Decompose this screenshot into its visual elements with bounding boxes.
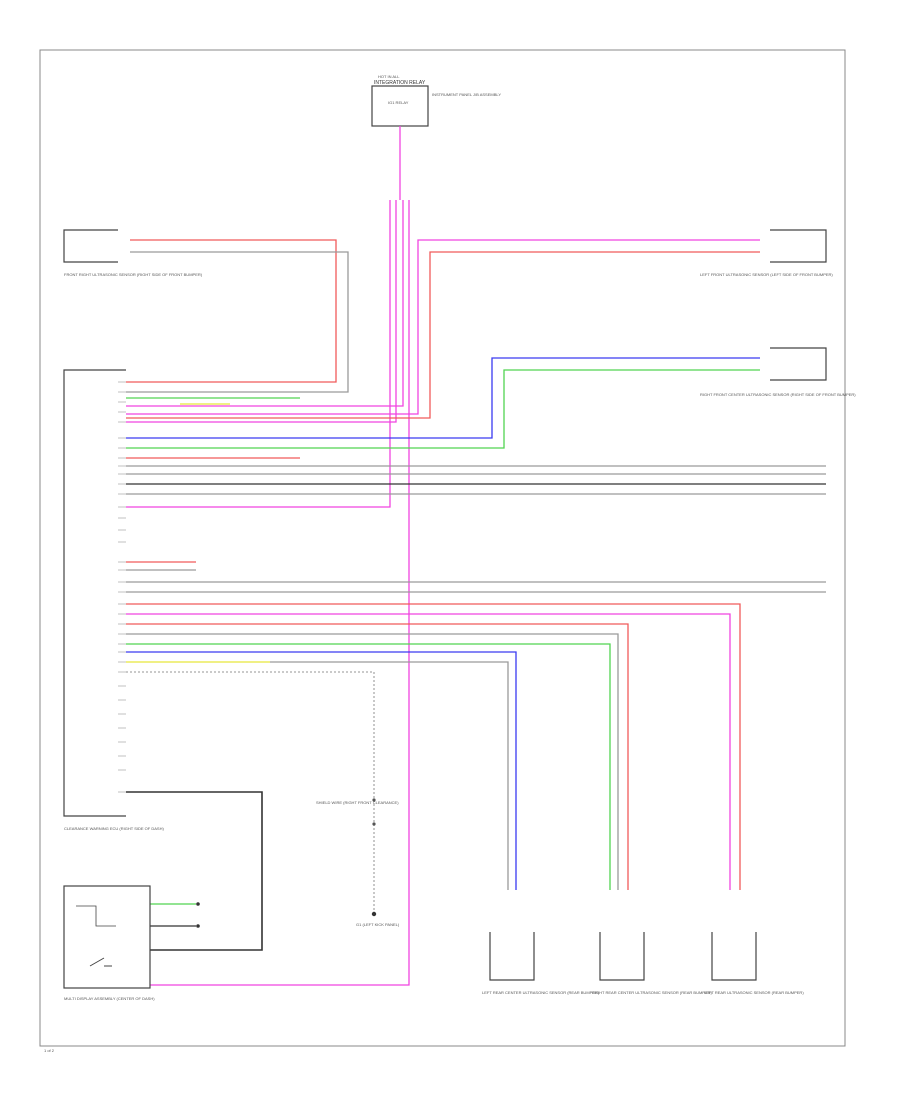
wire-blue-fc [126,357,760,439]
rear-sensor-2-box [599,932,645,981]
ecu-pin-markers [118,381,126,793]
rear-sensor-1-box [489,932,535,981]
switch-box: MULTI DISPLAY ASSEMBLY (CENTER OF DASH) [63,885,200,1001]
front-center-sensor-label: RIGHT FRONT CENTER ULTRASONIC SENSOR (RI… [700,392,856,397]
rear-sensor-1: LEFT REAR CENTER ULTRASONIC SENSOR (REAR… [482,932,600,995]
rear-sensor-2-label: RIGHT REAR CENTER ULTRASONIC SENSOR (REA… [592,990,713,995]
front-right-sensor-label: FRONT RIGHT ULTRASONIC SENSOR (RIGHT SID… [64,272,203,277]
switch-icon [89,957,112,967]
front-right-sensor-box [63,229,118,263]
rear-sensor-3: LEFT REAR ULTRASONIC SENSOR (REAR BUMPER… [704,932,804,995]
shield-splice: SHIELD WIRE (RIGHT FRONT CLEARANCE) [316,798,399,826]
wire-red-lf [126,251,760,419]
switch-contacts-icon [76,905,116,927]
front-center-sensor: RIGHT FRONT CENTER ULTRASONIC SENSOR (RI… [700,347,856,397]
ground-icon [371,911,377,917]
shield-note-label: SHIELD WIRE (RIGHT FRONT CLEARANCE) [316,800,399,805]
rear-sensor-3-box [711,932,757,981]
wire-pink-trunk-c [138,200,410,986]
wire-green-fc [126,369,760,449]
left-front-sensor-label: LEFT FRONT ULTRASONIC SENSOR (LEFT SIDE … [700,272,833,277]
top-module-box [371,85,429,127]
left-front-sensor: LEFT FRONT ULTRASONIC SENSOR (LEFT SIDE … [700,229,833,277]
main-ecu-label: CLEARANCE WARNING ECU (RIGHT SIDE OF DAS… [64,826,164,831]
top-module-header: HOT IN ALL [378,74,400,79]
footer-code: 1 of 2 [44,1048,55,1053]
top-module-pins: IG1 RELAY [388,100,409,105]
rear-sensor-1-label: LEFT REAR CENTER ULTRASONIC SENSOR (REAR… [482,990,600,995]
ground-point: G1 (LEFT KICK PANEL) [356,911,400,927]
wire-pink-trunk-a [126,200,397,423]
wire-dark-ecu-switch [126,791,263,951]
ground-label: G1 (LEFT KICK PANEL) [356,922,400,927]
wire-gray-rs1-b [270,661,509,890]
front-center-sensor-box [770,347,827,381]
wire-gray-fr [126,251,349,393]
top-module-title: INTEGRATION RELAY [374,80,426,86]
switch-box-rect [63,885,151,989]
wire-red-fr-1 [126,239,337,383]
wire-blue-rs1-a [126,651,517,890]
wire-pink-rs3-b [126,613,731,890]
wire-green-rs2-c [126,643,611,890]
top-module-side-note: INSTRUMENT PANEL J/B ASSEMBLY [432,92,501,97]
wire-pink-trunk-b [126,200,404,407]
wire-red-rs2-a [126,623,629,890]
splice-dot-1 [372,798,376,802]
wire-gray-rs2-b [126,633,619,890]
main-ecu: CLEARANCE WARNING ECU (RIGHT SIDE OF DAS… [63,369,164,831]
wire-gray-shield [126,671,375,910]
wire-pink-lf [126,239,760,415]
wire-pink-lower [126,200,391,508]
rear-sensor-3-label: LEFT REAR ULTRASONIC SENSOR (REAR BUMPER… [704,990,804,995]
main-ecu-box [63,369,126,817]
splice-dot-2 [372,822,376,826]
rear-sensor-2: RIGHT REAR CENTER ULTRASONIC SENSOR (REA… [592,932,713,995]
switch-box-label: MULTI DISPLAY ASSEMBLY (CENTER OF DASH) [64,996,155,1001]
connector-dot-dark [196,924,200,928]
wire-red-rs3-a [126,603,741,890]
connector-dot-green [196,902,200,906]
top-module: HOT IN ALL INTEGRATION RELAY IG1 RELAY I… [371,74,501,200]
left-front-sensor-box [770,229,827,263]
wires [126,200,826,986]
diagram-frame [39,49,846,1047]
front-right-sensor: FRONT RIGHT ULTRASONIC SENSOR (RIGHT SID… [63,229,203,277]
